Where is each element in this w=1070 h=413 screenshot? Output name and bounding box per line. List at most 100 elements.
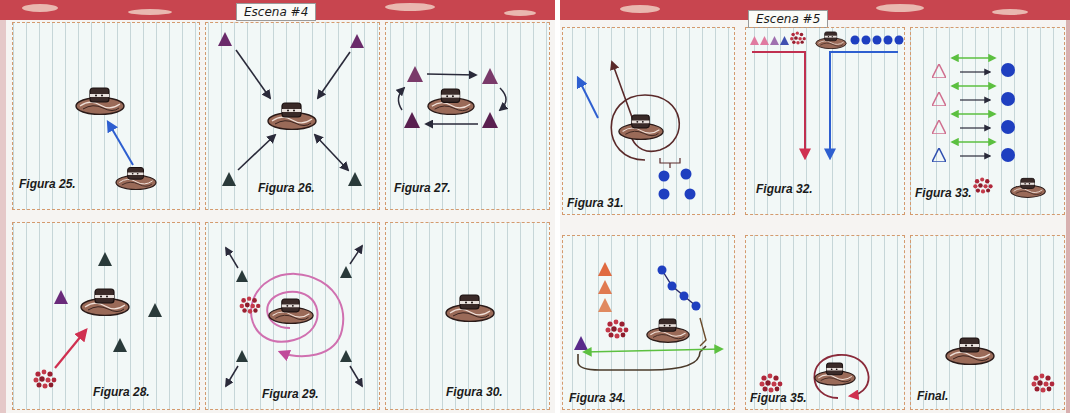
sketch-line [960,71,990,72]
sketch-rect [1066,20,1070,413]
sketch-use [816,32,846,49]
sketch-rect [745,235,905,410]
sketch-rect [385,222,550,410]
sketch-use [350,34,364,48]
storyboard-panel: Figura 32. [745,27,905,215]
sketch-use [647,319,689,342]
sketch-line [952,113,995,114]
sketch-path [660,158,680,168]
storyboard-panel: Figura 29. [205,222,380,410]
sketch-use [750,36,759,45]
sketch-use [1032,374,1055,393]
sketch-use [760,374,783,393]
sketch-use [81,289,129,316]
storyboard-panel: Figura 34. [562,235,735,410]
sketch-g [398,66,506,128]
sketch-use [760,36,769,45]
sketch-use [932,148,946,162]
sketch-rect [12,22,200,210]
sketch-g [578,62,696,200]
sketch-rect [12,222,200,410]
sketch-ellipse [22,4,58,12]
sketch-use [76,88,124,115]
figure-label: Figura 26. [258,181,315,195]
sketch-use [98,252,112,266]
sketch-use [116,168,156,190]
sketch-use [240,296,261,313]
sketch-path [814,355,868,398]
sketch-line [960,127,990,128]
sketch-use [148,303,162,317]
sketch-rect [385,22,550,210]
sketch-line [350,366,362,386]
sketch-path [700,318,706,346]
sketch-use [54,290,68,304]
sketch-use [268,103,316,130]
sketch-use [780,36,789,45]
sketch-use [269,299,313,323]
sketch-circle [1001,120,1015,134]
storyboard-panel: Final. [910,235,1065,410]
sketch-use [932,64,946,78]
sketch-use [428,89,474,114]
sketch-use [790,31,806,44]
figure-label: Figura 33. [915,186,972,200]
sketch-g [218,32,364,186]
sketch-use [598,298,612,312]
sketch-circle [1001,63,1015,77]
sketch-circle [1001,92,1015,106]
sketch-line [315,135,348,170]
sketch-line [226,248,238,268]
sketch-use [482,112,498,128]
sketch-use [34,370,57,389]
sketch-circle [659,171,670,182]
sketch-circle [862,36,871,45]
sketch-g [574,262,722,370]
storyboard-panel: Figura 31. [562,27,735,215]
storyboard-panel: Figura 30. [385,222,550,410]
sketch-line [55,330,86,368]
sketch-g [750,31,904,158]
sketch-rect [910,235,1065,410]
figure-label: Figura 31. [567,196,624,210]
sketch-use [446,295,494,322]
sketch-rect [205,222,380,410]
sketch-line [952,57,995,58]
figure-label: Figura 25. [19,177,76,191]
sketch-circle [668,282,677,291]
figure-label: Figura 28. [93,385,150,399]
sketch-circle [692,302,701,311]
sketch-path [662,270,696,306]
sketch-line [226,366,238,386]
scene-sheet: Escena #5Figura 31.Figura 32.Figura 33.F… [558,24,1068,412]
sketch-use [407,66,423,82]
storyboard-panel: Figura 25. [12,22,200,210]
sketch-path [611,62,679,160]
sketch-use [598,262,612,276]
figure-label: Figura 30. [446,385,503,399]
storyboard-panel: Figura 35. [745,235,905,410]
sketch-ellipse [128,9,172,15]
sketch-use [113,338,127,352]
sketch-path [398,88,404,110]
sketch-g [226,246,362,386]
sketch-rect [205,22,380,210]
sketch-path [251,274,343,356]
figure-label: Figura 29. [262,387,319,401]
figure-label: Final. [917,389,948,403]
sketch-line [238,135,275,170]
scene-tab: Escena #4 [236,3,316,21]
sketch-rect [745,27,905,215]
sketch-use [1011,178,1046,197]
sketch-use [222,172,236,186]
sketch-line [426,123,478,125]
sketch-ellipse [876,4,924,12]
sketch-circle [895,36,904,45]
sketch-ellipse [992,9,1028,15]
sketch-use [482,68,498,84]
sketch-line [952,141,995,142]
figure-label: Figura 34. [569,391,626,405]
sketch-rect [0,0,1070,20]
sketch-use [619,115,663,139]
scene-sheet: Escena #4Figura 25.Figura 26.Figura 27.F… [8,20,555,412]
